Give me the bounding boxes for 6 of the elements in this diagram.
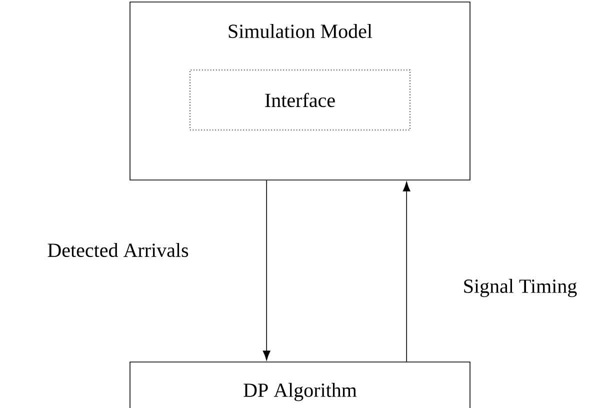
edge-label: Detected Arrivals xyxy=(48,242,188,258)
interface-box: Interface xyxy=(190,70,410,130)
process-box: DP Algorithm xyxy=(130,362,470,408)
edge-label: Signal Timing xyxy=(464,278,577,298)
arrow xyxy=(402,182,410,362)
arrow xyxy=(262,180,270,360)
